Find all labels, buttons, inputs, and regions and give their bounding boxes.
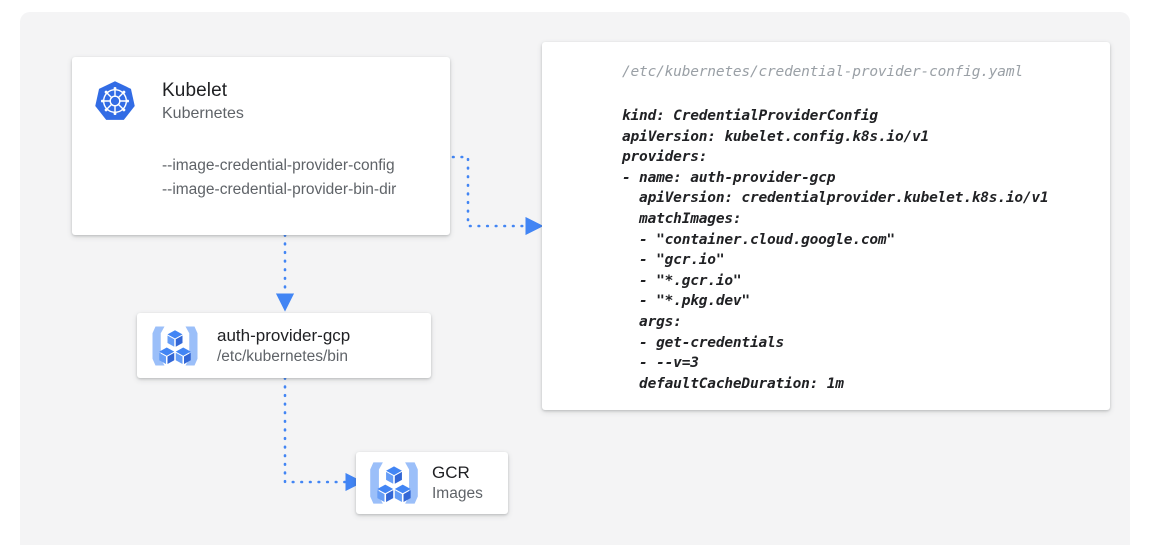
kubelet-card-title: Kubelet	[162, 80, 228, 101]
kubelet-card-titles: Kubelet Kubernetes	[162, 78, 244, 126]
kubelet-card-header: Kubelet Kubernetes	[94, 78, 428, 126]
kubelet-card[interactable]: Kubelet Kubernetes --image-credential-pr…	[72, 57, 450, 235]
auth-provider-subtitle: /etc/kubernetes/bin	[217, 347, 348, 365]
credential-provider-config-card[interactable]: /etc/kubernetes/credential-provider-conf…	[542, 42, 1110, 410]
gcr-container-registry-icon	[368, 460, 420, 506]
auth-provider-gcp-card[interactable]: auth-provider-gcp /etc/kubernetes/bin	[137, 313, 431, 378]
config-file-path: /etc/kubernetes/credential-provider-conf…	[622, 64, 1023, 80]
gcr-title: GCR	[432, 463, 470, 482]
gcr-card[interactable]: GCR Images	[356, 452, 508, 514]
kubelet-flag-list: --image-credential-provider-config --ima…	[162, 154, 428, 202]
gcr-titles: GCR Images	[432, 462, 483, 504]
gcr-container-registry-icon	[151, 324, 199, 368]
kubelet-flag-bin-dir: --image-credential-provider-bin-dir	[162, 181, 397, 198]
gcr-subtitle: Images	[432, 485, 483, 502]
kubelet-flag-config: --image-credential-provider-config	[162, 157, 395, 174]
config-file-content: kind: CredentialProviderConfig apiVersio…	[622, 108, 1049, 392]
auth-provider-titles: auth-provider-gcp /etc/kubernetes/bin	[217, 325, 350, 367]
kubelet-card-subtitle: Kubernetes	[162, 105, 244, 122]
auth-provider-title: auth-provider-gcp	[217, 325, 351, 345]
kubernetes-logo-icon	[94, 80, 136, 122]
